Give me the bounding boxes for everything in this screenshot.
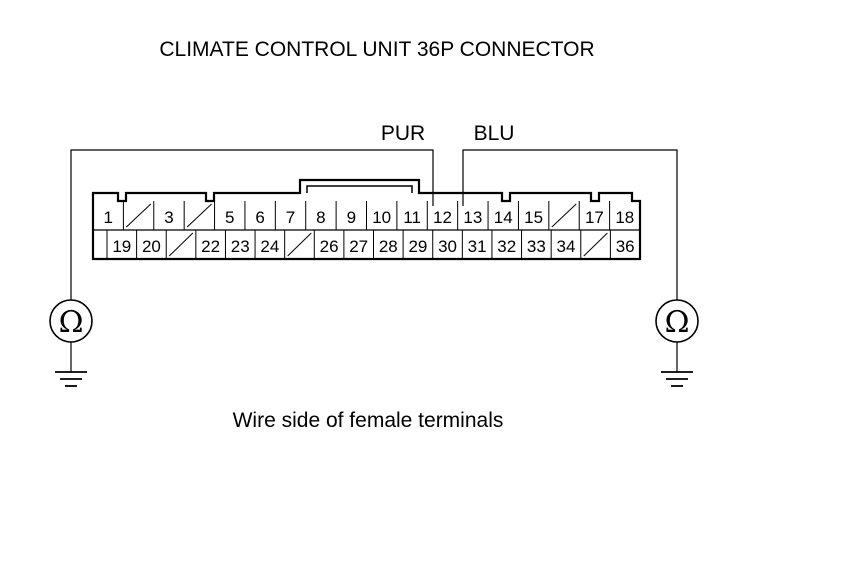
terminal-11: 11 <box>403 208 421 227</box>
terminal-15: 15 <box>524 208 543 227</box>
terminal-3: 3 <box>164 208 173 227</box>
wire-pur <box>70 149 434 300</box>
terminal-17: 17 <box>585 208 604 227</box>
test-wiring <box>70 149 678 300</box>
wire-label-pur: PUR <box>381 122 425 145</box>
terminal-32: 32 <box>497 237 516 256</box>
terminal-34: 34 <box>557 237 576 256</box>
terminal-10: 10 <box>372 208 391 227</box>
unused-terminal-slash <box>168 232 194 257</box>
terminal-6: 6 <box>255 208 264 227</box>
diagram-caption: Wire side of female terminals <box>233 409 504 432</box>
terminal-13: 13 <box>463 208 482 227</box>
right-meter: Ω <box>655 299 699 387</box>
wire-label-blu: BLU <box>474 122 515 145</box>
diagram-title: CLIMATE CONTROL UNIT 36P CONNECTOR <box>159 38 594 61</box>
terminal-23: 23 <box>231 237 250 256</box>
terminal-26: 26 <box>320 237 339 256</box>
terminal-31: 31 <box>468 237 487 256</box>
ground-icon <box>55 371 87 387</box>
wire-blu <box>462 149 678 300</box>
terminal-29: 29 <box>408 237 427 256</box>
unused-terminal-slash <box>126 203 152 228</box>
ohm-symbol: Ω <box>59 305 84 340</box>
unused-terminal-slash <box>287 232 312 257</box>
connector-outline <box>91 178 642 261</box>
terminal-20: 20 <box>142 237 161 256</box>
terminal-24: 24 <box>260 237 279 256</box>
ground-icon <box>661 371 693 387</box>
ohm-symbol: Ω <box>665 305 690 340</box>
unused-terminal-slash <box>551 203 577 228</box>
terminal-1: 1 <box>103 208 112 227</box>
terminal-19: 19 <box>112 237 131 256</box>
terminal-27: 27 <box>349 237 368 256</box>
terminal-8: 8 <box>316 208 325 227</box>
terminal-30: 30 <box>438 237 457 256</box>
terminal-18: 18 <box>615 208 634 227</box>
terminal-12: 12 <box>433 208 452 227</box>
terminal-5: 5 <box>225 208 234 227</box>
terminal-28: 28 <box>379 237 398 256</box>
connector-latch <box>306 185 413 193</box>
terminal-7: 7 <box>286 208 295 227</box>
unused-terminal-slash <box>186 203 212 228</box>
terminal-33: 33 <box>527 237 546 256</box>
terminal-9: 9 <box>347 208 356 227</box>
unused-terminal-slash <box>583 232 608 257</box>
terminal-22: 22 <box>201 237 220 256</box>
terminal-36: 36 <box>616 237 635 256</box>
terminal-14: 14 <box>494 208 513 227</box>
left-meter: Ω <box>49 299 93 387</box>
